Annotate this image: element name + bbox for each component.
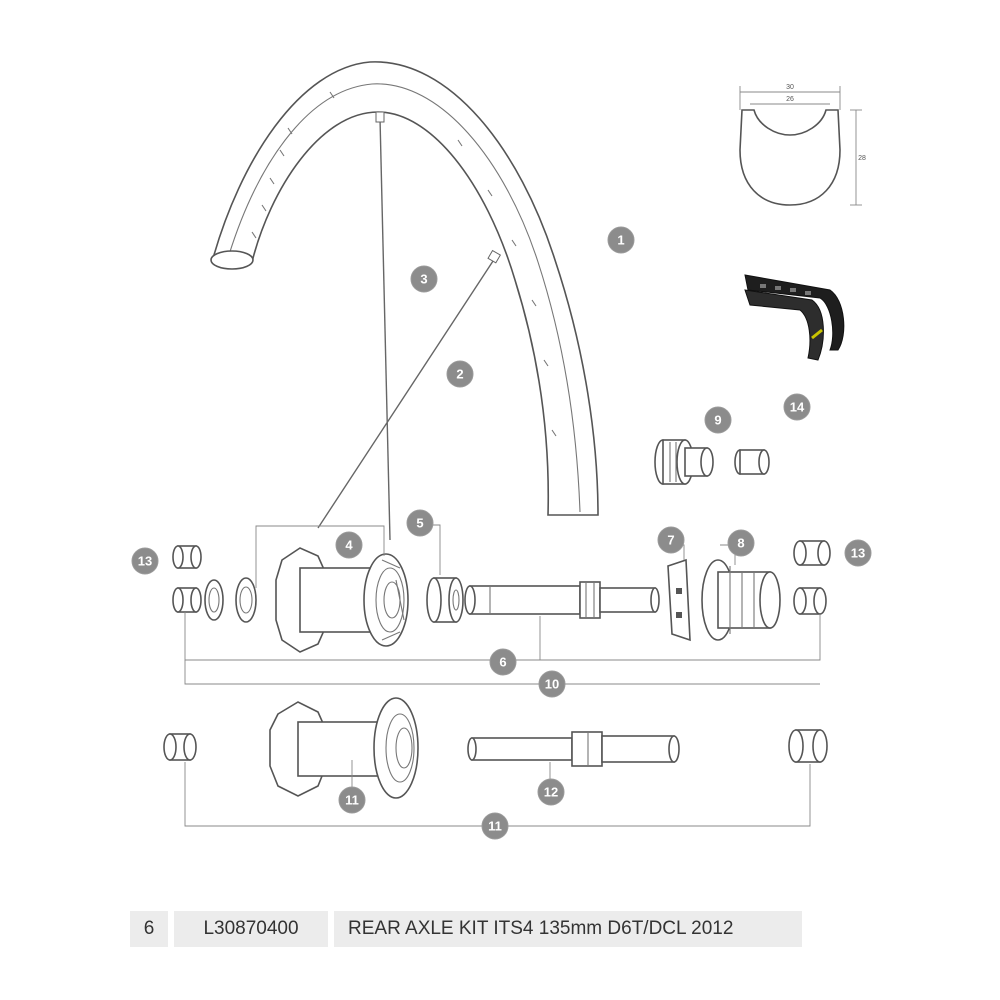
svg-text:4: 4: [345, 538, 353, 553]
hub-shell-lower: [269, 697, 419, 799]
callout-3: 3: [410, 265, 438, 293]
callout-8: 8: [727, 529, 755, 557]
svg-text:2: 2: [456, 367, 463, 382]
svg-text:13: 13: [138, 554, 152, 569]
svg-text:11: 11: [488, 819, 502, 834]
callout-9: 9: [704, 406, 732, 434]
svg-text:3: 3: [420, 272, 427, 287]
freehub-spacer: [734, 449, 770, 475]
part-description: REAR AXLE KIT ITS4 135mm D6T/DCL 2012: [334, 911, 802, 947]
svg-text:6: 6: [499, 655, 506, 670]
callout-1: 1: [607, 226, 635, 254]
svg-text:10: 10: [545, 677, 559, 692]
hub-shell-rear: [275, 547, 409, 653]
svg-text:11: 11: [345, 793, 359, 808]
callout-10: 10: [538, 670, 566, 698]
callout-12: 12: [537, 778, 565, 806]
end-cap-left-lower: [163, 733, 197, 761]
svg-text:1: 1: [617, 233, 624, 248]
spoke-front: [375, 111, 391, 541]
axle-rear: [464, 581, 660, 619]
rim: [210, 61, 599, 516]
end-cap-right-lower: [788, 729, 828, 763]
parts-table-row: 6 L30870400 REAR AXLE KIT ITS4 135mm D6T…: [0, 911, 1000, 947]
axle-lower: [467, 731, 680, 767]
end-cap-right-top: [793, 540, 831, 566]
callout-13-right: 13: [844, 539, 872, 567]
rim-outer-width: 30: [786, 84, 794, 91]
part-ref-text: 6: [143, 918, 155, 939]
callout-13-left: 13: [131, 547, 159, 575]
callout-6: 6: [489, 648, 517, 676]
part-code: L30870400: [174, 911, 328, 947]
callout-11-bottom: 11: [481, 812, 509, 840]
callout-14: 14: [783, 393, 811, 421]
end-cap-left-bottom: [172, 587, 202, 613]
freehub-assembly: [701, 559, 781, 641]
tire-segment: [744, 274, 845, 361]
seal-left: [235, 577, 257, 623]
rim-height: 28: [858, 155, 866, 162]
callout-11-hub: 11: [338, 786, 366, 814]
svg-text:12: 12: [544, 785, 558, 800]
svg-text:8: 8: [737, 536, 744, 551]
callout-7: 7: [657, 526, 685, 554]
callout-2: 2: [446, 360, 474, 388]
svg-text:14: 14: [790, 400, 805, 415]
svg-text:5: 5: [416, 516, 423, 531]
bearing-left: [204, 579, 224, 621]
svg-text:7: 7: [667, 533, 674, 548]
svg-text:13: 13: [851, 546, 865, 561]
pawl-ring: [667, 558, 691, 642]
part-ref: 6: [130, 911, 168, 947]
rim-inner-width: 26: [786, 96, 794, 103]
part-code-text: L30870400: [203, 918, 299, 939]
freehub-body: [654, 439, 714, 485]
callout-4: 4: [335, 531, 363, 559]
end-cap-left-top: [172, 545, 202, 569]
bearing-right: [426, 577, 464, 623]
spoke-rear: [317, 249, 502, 529]
end-cap-right-bottom: [793, 587, 827, 615]
svg-text:9: 9: [714, 413, 721, 428]
part-description-text: REAR AXLE KIT ITS4 135mm D6T/DCL 2012: [348, 918, 734, 939]
rim-profile-drawing: 30 26 28: [739, 84, 866, 206]
callout-5: 5: [406, 509, 434, 537]
